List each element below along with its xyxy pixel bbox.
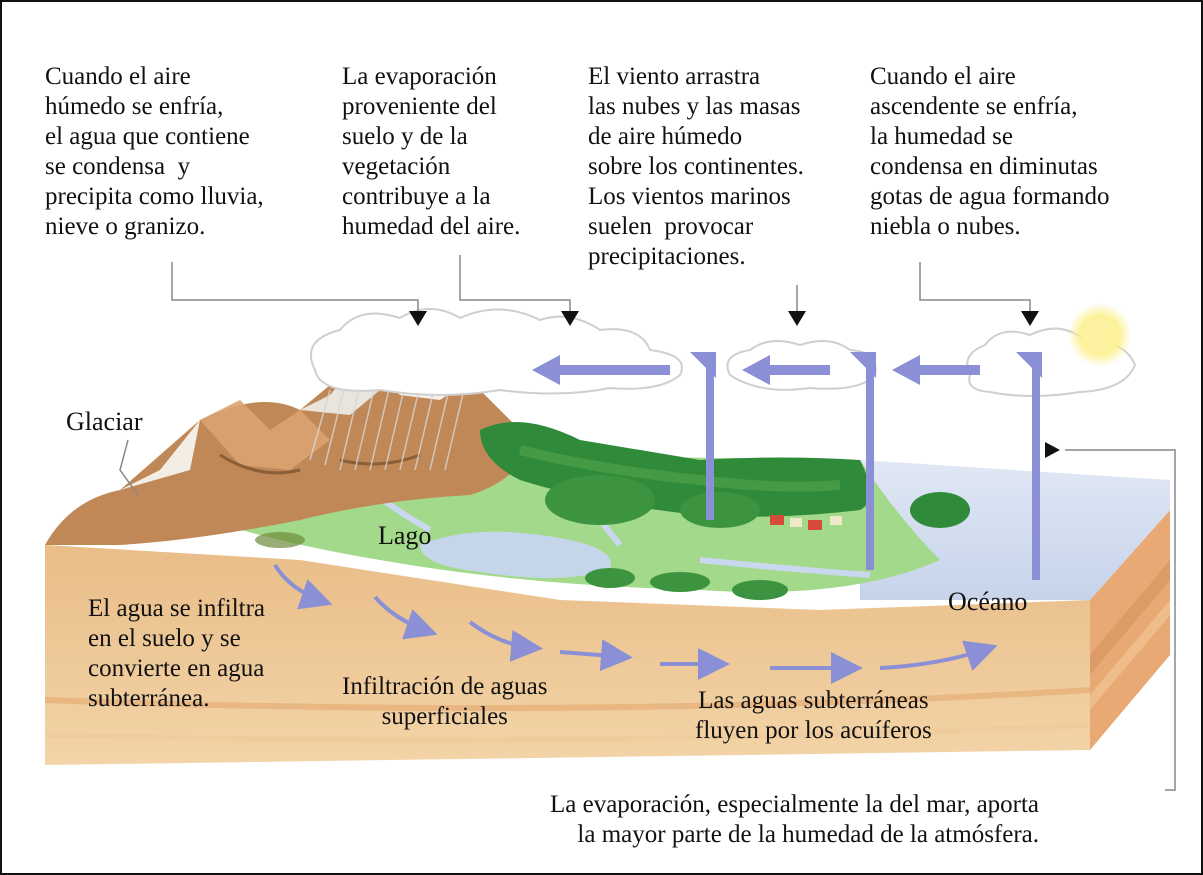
village bbox=[770, 515, 842, 530]
caption-evapotranspiration: La evaporación proveniente del suelo y d… bbox=[342, 63, 521, 240]
groundwater-arrows bbox=[273, 563, 998, 684]
label-lake: Lago bbox=[378, 521, 432, 550]
sun bbox=[1068, 303, 1132, 367]
caption-wind-transport: El viento arrastra las nubes y las masas… bbox=[588, 63, 804, 270]
clouds bbox=[310, 308, 1137, 397]
caption-surface-infiltration: Infiltración de aguas superficiales bbox=[342, 673, 548, 730]
pointer-arrowheads bbox=[409, 311, 1060, 458]
forest bbox=[255, 422, 970, 600]
lake-water bbox=[420, 531, 612, 579]
evaporation-arrows bbox=[690, 352, 1042, 580]
caption-pointer-lines bbox=[119, 255, 1176, 791]
rain bbox=[309, 384, 466, 471]
caption-condensation-precipitation: Cuando el aire húmedo se enfría, el agua… bbox=[45, 63, 264, 240]
label-ocean: Océano bbox=[948, 587, 1028, 616]
soil-layer-line bbox=[44, 687, 1091, 711]
wind-arrows bbox=[532, 355, 980, 385]
soil-layer-line bbox=[44, 722, 1091, 743]
caption-infiltration: El agua se infiltra en el suelo y se con… bbox=[88, 595, 266, 712]
caption-cloud-formation: Cuando el aire ascendente se enfría, la … bbox=[870, 63, 1110, 240]
label-glacier: Glaciar bbox=[66, 407, 143, 436]
caption-groundwater-flow: Las aguas subterráneas fluyen por los ac… bbox=[695, 687, 932, 744]
caption-ocean-evaporation: La evaporación, especialmente la del mar… bbox=[550, 791, 1040, 848]
block-right-side bbox=[1090, 510, 1170, 750]
